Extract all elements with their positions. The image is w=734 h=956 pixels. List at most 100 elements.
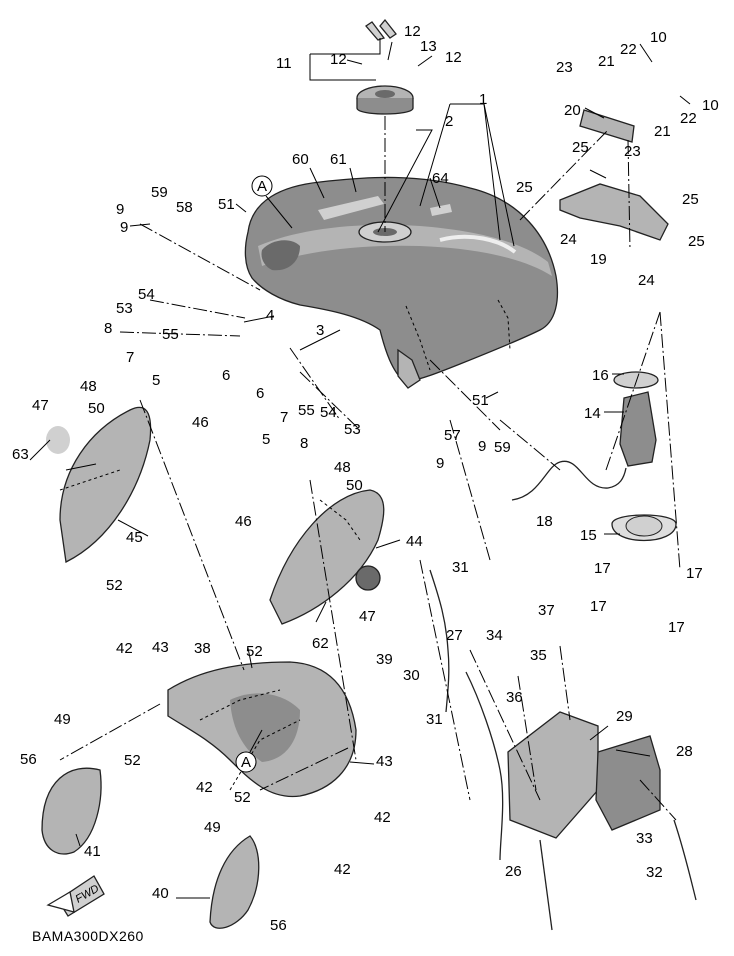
callout-40: 40 — [152, 885, 169, 902]
callout-18: 18 — [536, 513, 553, 530]
callout-50: 50 — [346, 477, 363, 494]
callout-24: 24 — [560, 231, 577, 248]
callout-28: 28 — [676, 743, 693, 760]
callout-53: 53 — [344, 421, 361, 438]
callout-44: 44 — [406, 533, 423, 550]
callout-57: 57 — [444, 427, 461, 444]
fuel-tank — [244, 176, 559, 389]
callout-4: 4 — [266, 307, 274, 324]
callout-8: 8 — [104, 320, 112, 337]
callout-49: 49 — [204, 819, 221, 836]
fuel-hose — [511, 460, 627, 501]
callout-51: 51 — [472, 392, 489, 409]
callout-32: 32 — [646, 864, 663, 881]
callout-27: 27 — [446, 627, 463, 644]
side-cover-right — [269, 489, 385, 625]
callout-51: 51 — [218, 196, 235, 213]
callout-9: 9 — [116, 201, 124, 218]
callout-12: 12 — [330, 51, 347, 68]
assembly-chain-lines — [59, 116, 681, 821]
callout-53: 53 — [116, 300, 133, 317]
callout-25: 25 — [572, 139, 589, 156]
callout-10: 10 — [650, 29, 667, 46]
callout-21: 21 — [598, 53, 615, 70]
callout-54: 54 — [138, 286, 155, 303]
callout-60: 60 — [292, 151, 309, 168]
callout-50: 50 — [88, 400, 105, 417]
callout-15: 15 — [580, 527, 597, 544]
callout-6: 6 — [222, 367, 230, 384]
callout-55: 55 — [298, 402, 315, 419]
fuel-pump — [611, 371, 677, 542]
callout-14: 14 — [584, 405, 601, 422]
callout-17: 17 — [686, 565, 703, 582]
callout-48: 48 — [334, 459, 351, 476]
callout-17: 17 — [668, 619, 685, 636]
callout-48: 48 — [80, 378, 97, 395]
air-duct — [167, 661, 357, 798]
callout-63: 63 — [12, 446, 29, 463]
callout-34: 34 — [486, 627, 503, 644]
callout-3: 3 — [316, 322, 324, 339]
callout-46: 46 — [235, 513, 252, 530]
reference-mark-a-upper: A — [251, 175, 293, 229]
knee-pad-right — [209, 835, 260, 929]
callout-2: 2 — [445, 113, 453, 130]
callout-62: 62 — [312, 635, 329, 652]
callout-31: 31 — [426, 711, 443, 728]
callout-56: 56 — [20, 751, 37, 768]
callout-9: 9 — [478, 438, 486, 455]
callout-42: 42 — [196, 779, 213, 796]
callout-9: 9 — [120, 219, 128, 236]
callout-39: 39 — [376, 651, 393, 668]
callout-43: 43 — [152, 639, 169, 656]
callout-7: 7 — [126, 349, 134, 366]
callout-20: 20 — [564, 102, 581, 119]
callout-52: 52 — [234, 789, 251, 806]
callout-47: 47 — [32, 397, 49, 414]
callout-8: 8 — [300, 435, 308, 452]
callout-33: 33 — [636, 830, 653, 847]
callout-1: 1 — [479, 91, 487, 108]
callout-56: 56 — [270, 917, 287, 934]
callout-42: 42 — [334, 861, 351, 878]
callout-43: 43 — [376, 753, 393, 770]
breather-hoses — [429, 569, 697, 931]
hardware-leaders — [29, 41, 691, 461]
callout-61: 61 — [330, 151, 347, 168]
callout-37: 37 — [538, 602, 555, 619]
callout-52: 52 — [246, 643, 263, 660]
callout-24: 24 — [638, 272, 655, 289]
callout-6: 6 — [256, 385, 264, 402]
callout-36: 36 — [506, 689, 523, 706]
callout-17: 17 — [590, 598, 607, 615]
callout-25: 25 — [516, 179, 533, 196]
fuel-cap — [356, 18, 414, 115]
callout-47: 47 — [359, 608, 376, 625]
leader-lines — [65, 38, 651, 899]
callout-12: 12 — [445, 49, 462, 66]
callout-9: 9 — [436, 455, 444, 472]
callout-64: 64 — [432, 170, 449, 187]
callout-21: 21 — [654, 123, 671, 140]
callout-30: 30 — [403, 667, 420, 684]
callout-25: 25 — [688, 233, 705, 250]
fwd-arrow — [46, 875, 105, 917]
callout-59: 59 — [494, 439, 511, 456]
callout-12: 12 — [404, 23, 421, 40]
callout-5: 5 — [262, 431, 270, 448]
callout-19: 19 — [590, 251, 607, 268]
callout-17: 17 — [594, 560, 611, 577]
knee-pad-left — [41, 767, 102, 855]
callout-31: 31 — [452, 559, 469, 576]
callout-22: 22 — [680, 110, 697, 127]
callout-38: 38 — [194, 640, 211, 657]
callout-58: 58 — [176, 199, 193, 216]
callout-13: 13 — [420, 38, 437, 55]
callout-52: 52 — [124, 752, 141, 769]
callout-55: 55 — [162, 326, 179, 343]
callout-7: 7 — [280, 409, 288, 426]
callout-numbers: 1 2 3 4 5 5 6 6 7 7 8 8 9 9 9 9 10 10 11… — [12, 23, 719, 934]
